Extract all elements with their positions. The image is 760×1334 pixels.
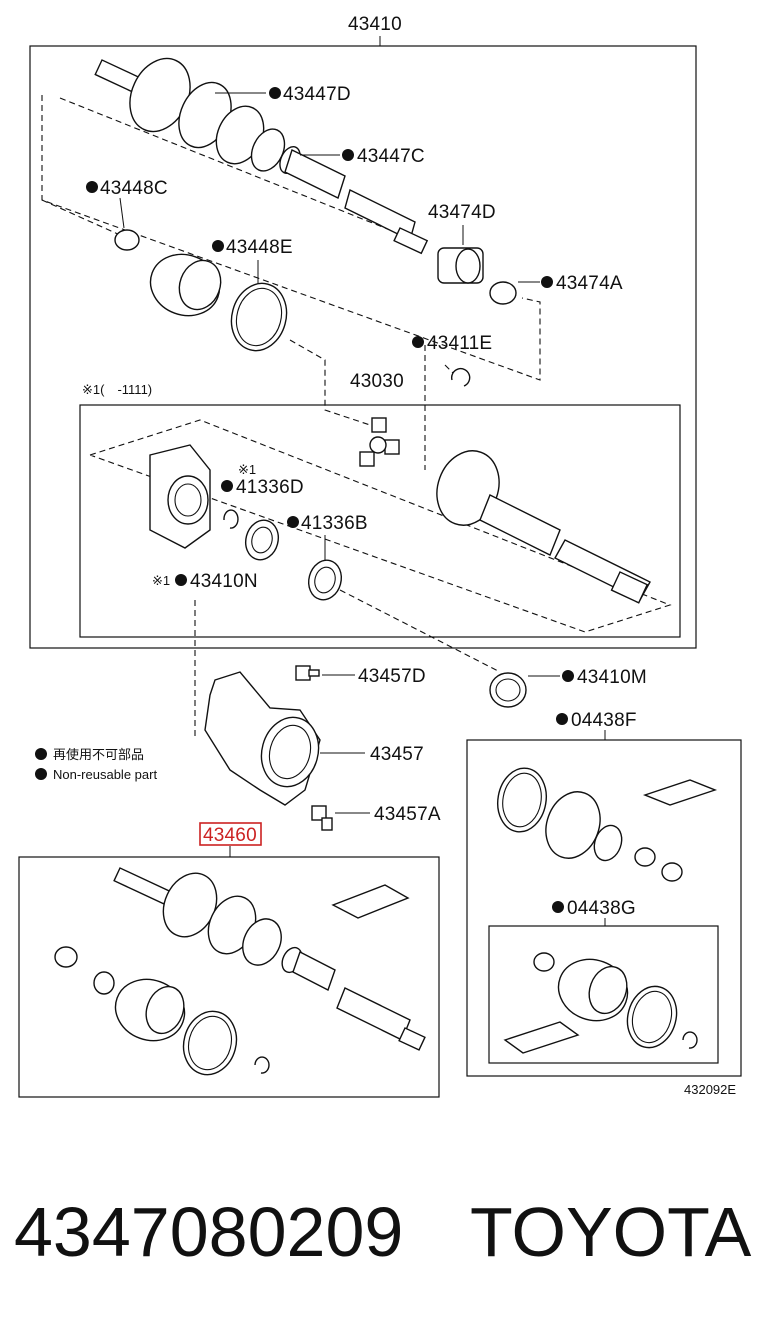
legend-english: Non-reusable part (53, 767, 157, 782)
boot-kit-F-parts-drawing (497, 767, 718, 882)
label-43457A[interactable]: 43457A (374, 804, 441, 825)
boot-kit-04438G-frame (488, 925, 719, 1064)
outboard-joint-shaft-drawing (94, 57, 429, 255)
part-number: 4347080209 (14, 1193, 404, 1271)
snap-ring-43410N-drawing (223, 509, 239, 529)
assembly-43460-group: 43460 (18, 822, 440, 1098)
seal-43410M-drawing (489, 672, 527, 708)
label-43457D[interactable]: 43457D (358, 666, 426, 687)
bracket-43457-group: 43457D 43457 43457A 43410M (194, 589, 647, 831)
clamp-43448C-drawing (114, 229, 140, 251)
label-43457[interactable]: 43457 (370, 744, 424, 765)
drive-shaft-assembly-drawing (54, 867, 426, 1076)
tripod-drawing (359, 417, 400, 467)
legend-japanese: 再使用不可部品 (53, 747, 144, 762)
label-41336D[interactable]: 41336D (236, 477, 304, 498)
label-04438F[interactable]: 04438F (571, 710, 637, 731)
label-43448C[interactable]: 43448C (100, 178, 168, 199)
label-04438G[interactable]: 04438G (567, 898, 636, 919)
label-43410N[interactable]: 43410N (190, 571, 258, 592)
assembly-43460-frame (18, 856, 440, 1098)
label-43448E[interactable]: 43448E (226, 237, 293, 258)
note-mark-2: ※1 (152, 573, 170, 588)
seal-41336B-drawing (308, 559, 342, 601)
label-43410M[interactable]: 43410M (577, 667, 647, 688)
clamp-band-43448E-drawing (230, 282, 288, 352)
diagram-code: 432092E (684, 1082, 736, 1097)
legend: 再使用不可部品 Non-reusable part (35, 747, 157, 782)
brand-name: TOYOTA (470, 1193, 752, 1271)
clamp-43474A-drawing (489, 281, 517, 305)
assembly-43410-group: 43410 43447D 43447C 43448C (29, 14, 697, 649)
label-43447D[interactable]: 43447D (283, 84, 351, 105)
highlight-box (199, 822, 262, 846)
snap-ring-43411E-drawing (450, 367, 471, 387)
seal-41336D-drawing (245, 519, 279, 561)
inboard-housing-drawing (436, 450, 651, 604)
note-mark-1: ※1 (238, 462, 256, 477)
assembly-43410-frame (29, 45, 697, 649)
bolt-43457A-drawing (311, 805, 333, 831)
bearing-bracket-drawing (149, 444, 211, 549)
label-43447C[interactable]: 43447C (357, 146, 425, 167)
label-43030[interactable]: 43030 (350, 371, 404, 392)
boot-kit-04438F-frame (466, 739, 742, 1077)
label-43411E[interactable]: 43411E (427, 333, 492, 354)
label-43474A[interactable]: 43474A (556, 273, 623, 294)
label-43410[interactable]: 43410 (348, 14, 402, 35)
bracket-43457-drawing (204, 671, 321, 806)
note-reference: ※1( -1111) (82, 382, 152, 397)
bolt-43457D-drawing (295, 665, 320, 681)
label-43474D[interactable]: 43474D (428, 202, 496, 223)
label-43460-highlighted[interactable]: 43460 (203, 825, 257, 846)
label-41336B[interactable]: 41336B (301, 513, 368, 534)
inboard-joint-frame (79, 404, 681, 638)
boot-kit-G-parts-drawing (503, 952, 698, 1054)
boot-kit-group: 04438F 04438G 432092E (466, 710, 742, 1097)
